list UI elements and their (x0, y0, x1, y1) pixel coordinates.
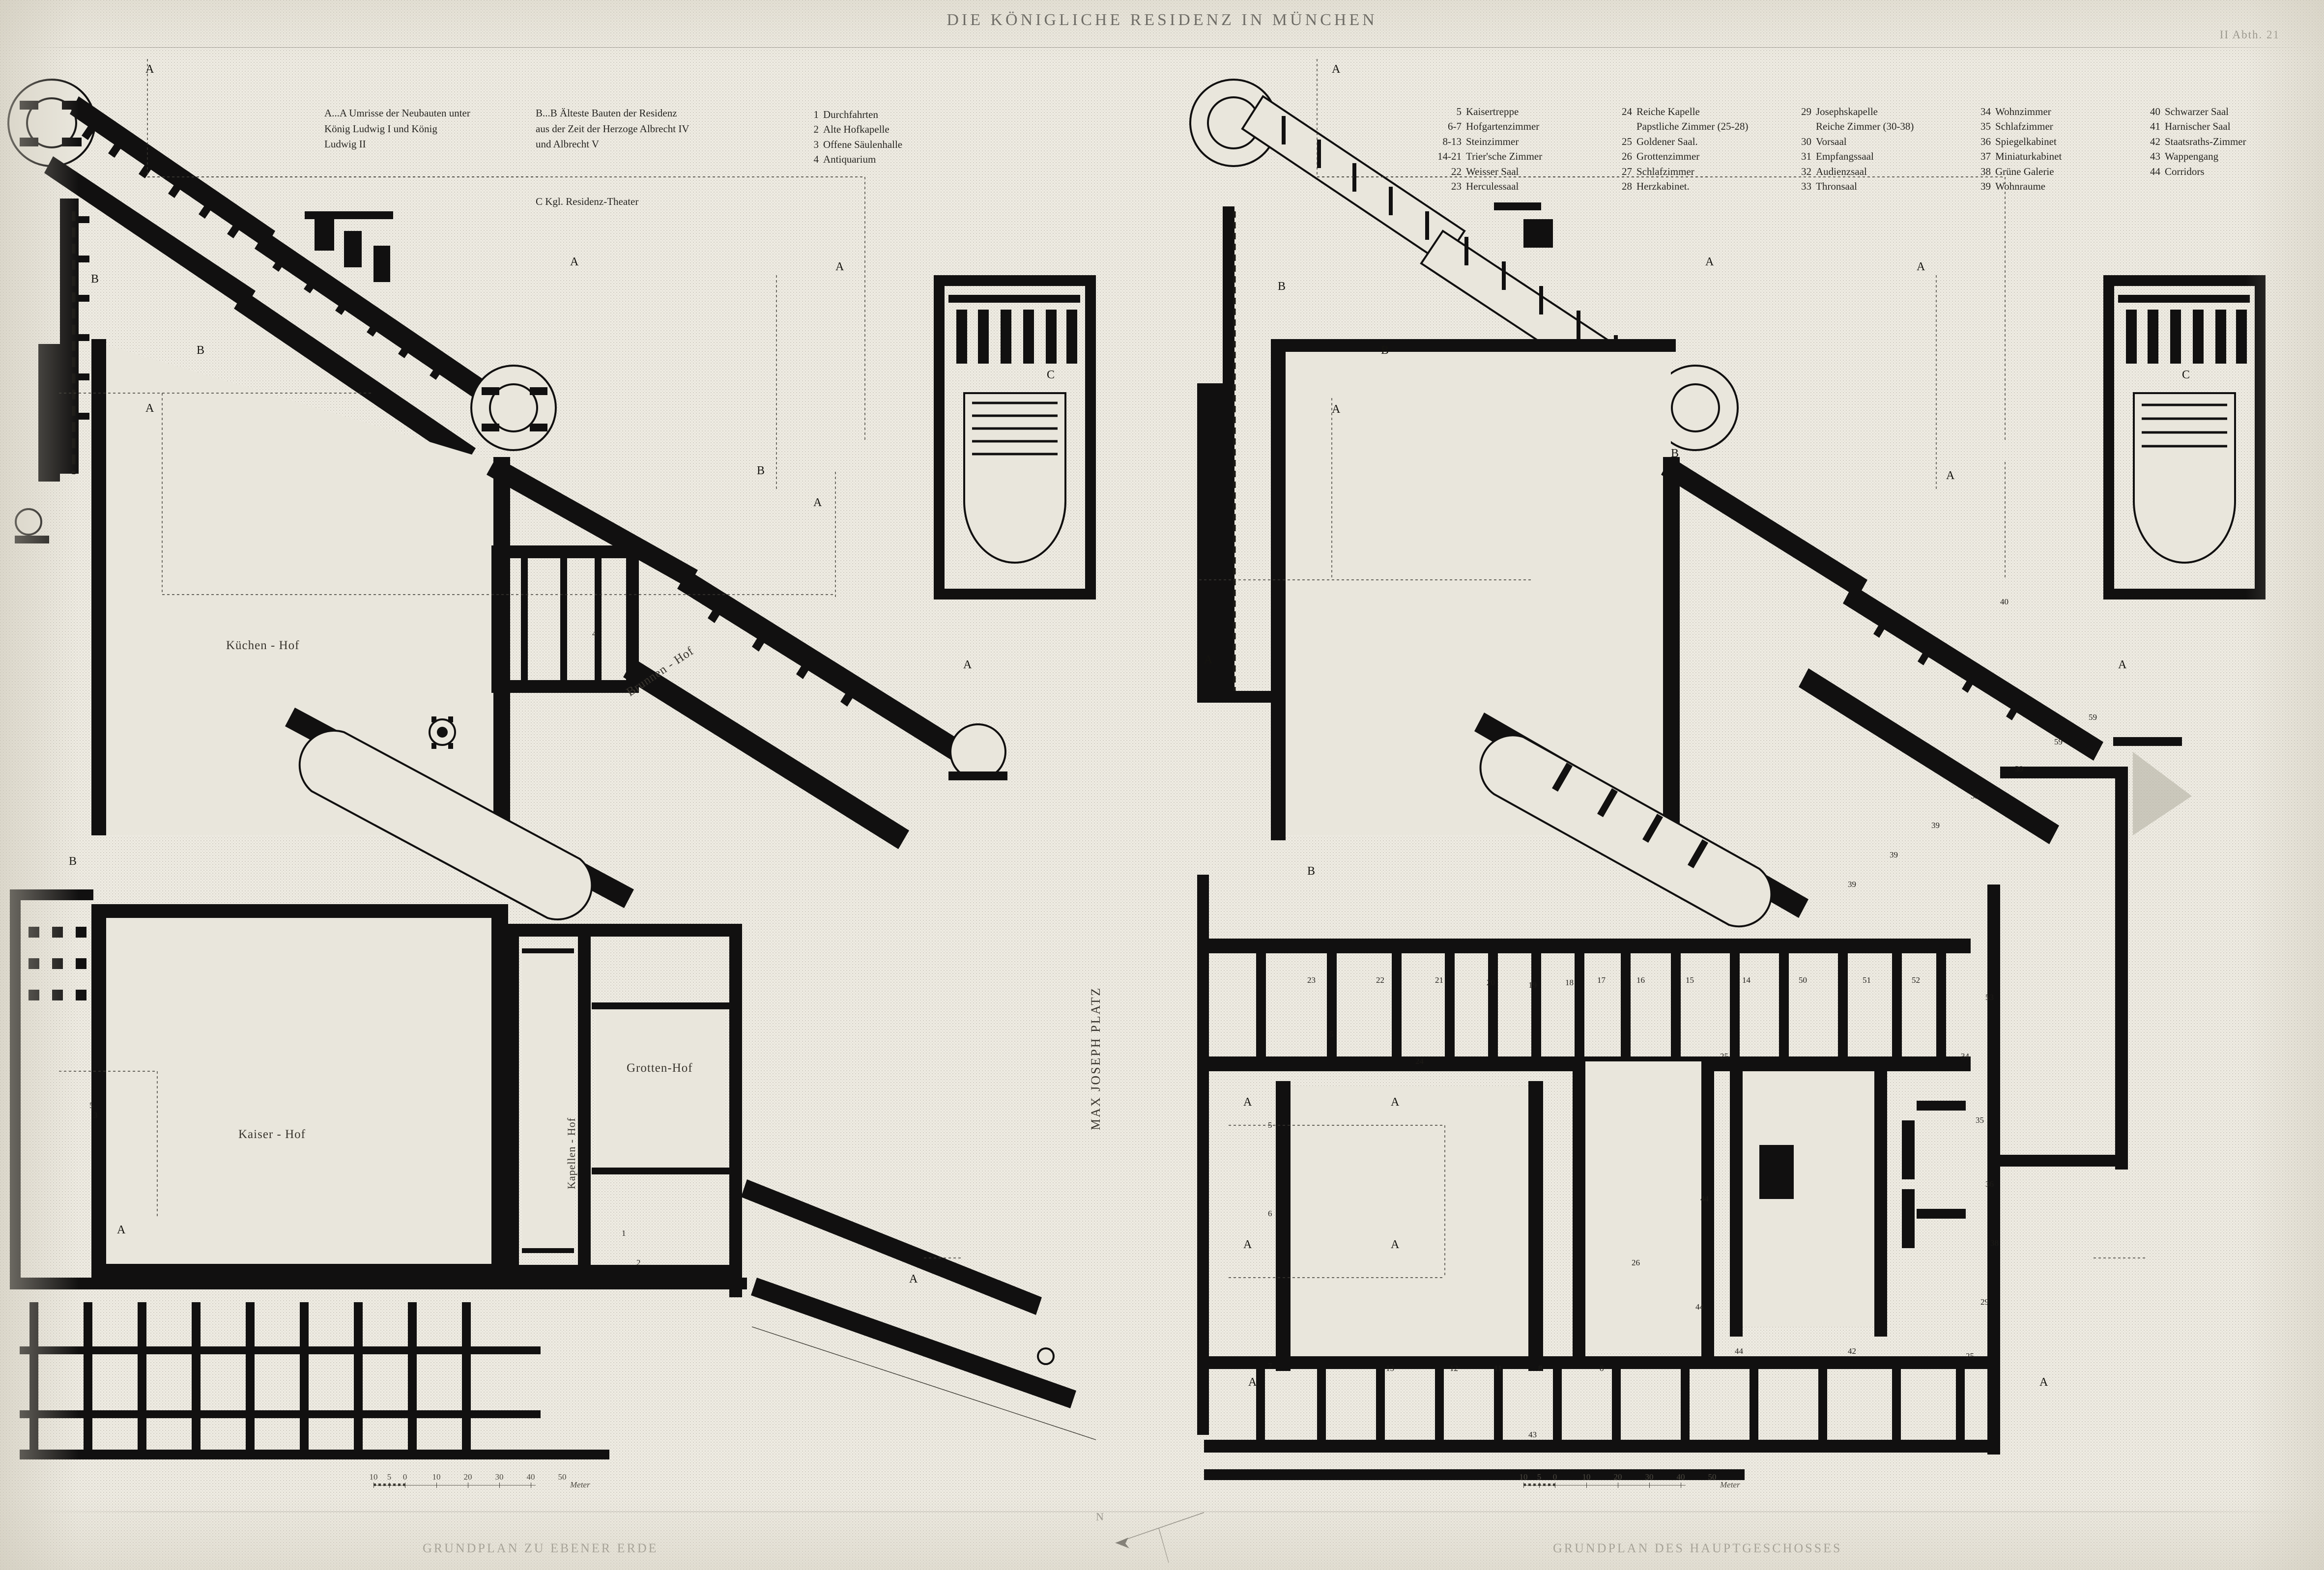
scale-tick-label: 30 (1645, 1472, 1654, 1482)
scale-tick-label: 10 (369, 1472, 378, 1482)
plan-caption-left: GRUNDPLAN ZU EBENER ERDE (423, 1541, 659, 1555)
room-number: 43 (1528, 1430, 1537, 1439)
section-mark-a: A (1705, 256, 1714, 268)
room-number: 18 (1565, 978, 1574, 987)
room-number: 25 (1966, 1351, 1974, 1361)
section-mark-b: B (1278, 280, 1286, 293)
scale-tick-label: 40 (526, 1472, 535, 1482)
room-number: 22 (1376, 975, 1384, 985)
room-number: 7 (1268, 1361, 1272, 1370)
scale-tick-label: 20 (463, 1472, 472, 1482)
scale-tick-label: 20 (1613, 1472, 1622, 1482)
room-number: 59 (2054, 737, 2063, 746)
room-number: 13 (1386, 1364, 1394, 1373)
room-number: 11 (1494, 1364, 1502, 1373)
scale-tick-label: 10 (1582, 1472, 1591, 1482)
scale-tick-label: 0 (402, 1472, 407, 1482)
room-number: 39 (1890, 850, 1898, 859)
section-mark-a: A (2039, 1376, 2048, 1389)
room-number: 51 (1863, 975, 1871, 985)
room-number: 39 (1971, 791, 1979, 800)
room-number: 5 (1268, 1120, 1272, 1130)
room-number: 8 (1538, 1364, 1543, 1373)
scale-unit-label: Meter (570, 1480, 590, 1489)
section-mark-a: A (1946, 469, 1955, 482)
room-number: 26 (1632, 1258, 1640, 1267)
scale-tick-label: 40 (1676, 1472, 1685, 1482)
room-number: 59 (2089, 713, 2097, 722)
room-number: 20 (1487, 978, 1495, 987)
section-mark-a: A (1391, 1096, 1400, 1109)
room-number: 53 (1985, 993, 1994, 1002)
room-number: 29 (1980, 1297, 1989, 1307)
room-number: 12 (1450, 1364, 1458, 1373)
room-number: 16 (1636, 975, 1645, 985)
room-number: 44 (1735, 1346, 1743, 1356)
section-mark-c: C (2182, 369, 2190, 381)
room-number: 44 (1695, 1302, 1704, 1312)
scale-tick-label: 5 (387, 1472, 392, 1482)
room-number: 14 (1742, 975, 1750, 985)
compass-north-label: N (1096, 1511, 1104, 1523)
room-number: 52 (1912, 975, 1920, 985)
section-mark-a: A (2118, 658, 2127, 671)
room-number: 8 (1600, 1364, 1604, 1373)
scale-tick-label: 10 (432, 1472, 441, 1482)
section-mark-a: A (1243, 1238, 1252, 1251)
scale-tick-label: 50 (558, 1472, 567, 1482)
room-number: 17 (1597, 975, 1606, 985)
room-number: 50 (1799, 975, 1807, 985)
compass-rose: N (1081, 1503, 1229, 1563)
section-mark-a: A (1332, 403, 1341, 416)
section-mark-a: A (1391, 1238, 1400, 1251)
room-number: 25 (1720, 1052, 1728, 1061)
room-number: 34 (1961, 1052, 1969, 1061)
section-mark-b: B (1381, 344, 1389, 357)
room-number: 24 (1415, 1056, 1424, 1066)
room-number: 44 (1700, 1194, 1709, 1203)
scale-tick-label: 50 (1708, 1472, 1717, 1482)
room-number: 19 (1528, 980, 1537, 990)
room-number: 15 (1686, 975, 1694, 985)
room-number: 42 (1848, 1346, 1856, 1356)
room-number: 40 (2000, 597, 2008, 606)
room-number: 36 (1985, 1179, 1994, 1189)
room-number: 6 (1268, 1209, 1272, 1218)
plan-caption-right: GRUNDPLAN DES HAUPTGESCHOSSES (1553, 1541, 1842, 1555)
section-mark-a: A (1248, 1376, 1257, 1389)
scale-tick-label: 30 (495, 1472, 504, 1482)
scale-unit-label: Meter (1720, 1480, 1740, 1489)
scale-tick-label: 5 (1537, 1472, 1542, 1482)
scale-tick-label: 0 (1552, 1472, 1557, 1482)
section-mark-a: A (1917, 260, 1925, 273)
room-number: 21 (1435, 975, 1443, 985)
section-mark-b: B (1307, 865, 1316, 878)
room-number: 39 (2015, 764, 2023, 773)
room-number: 35 (1976, 1115, 1984, 1125)
section-mark-a: A (1243, 1096, 1252, 1109)
room-number: 39 (1931, 821, 1940, 830)
section-mark-a: A (1204, 654, 1213, 666)
room-number: 5 (1329, 1029, 1334, 1039)
room-number: 38 (1990, 1238, 1999, 1248)
section-mark-b: B (1671, 447, 1679, 460)
section-mark-a: A (1332, 63, 1341, 76)
scale-tick-label: 10 (1519, 1472, 1528, 1482)
room-number: 39 (1848, 880, 1856, 889)
room-number: 23 (1307, 975, 1316, 985)
